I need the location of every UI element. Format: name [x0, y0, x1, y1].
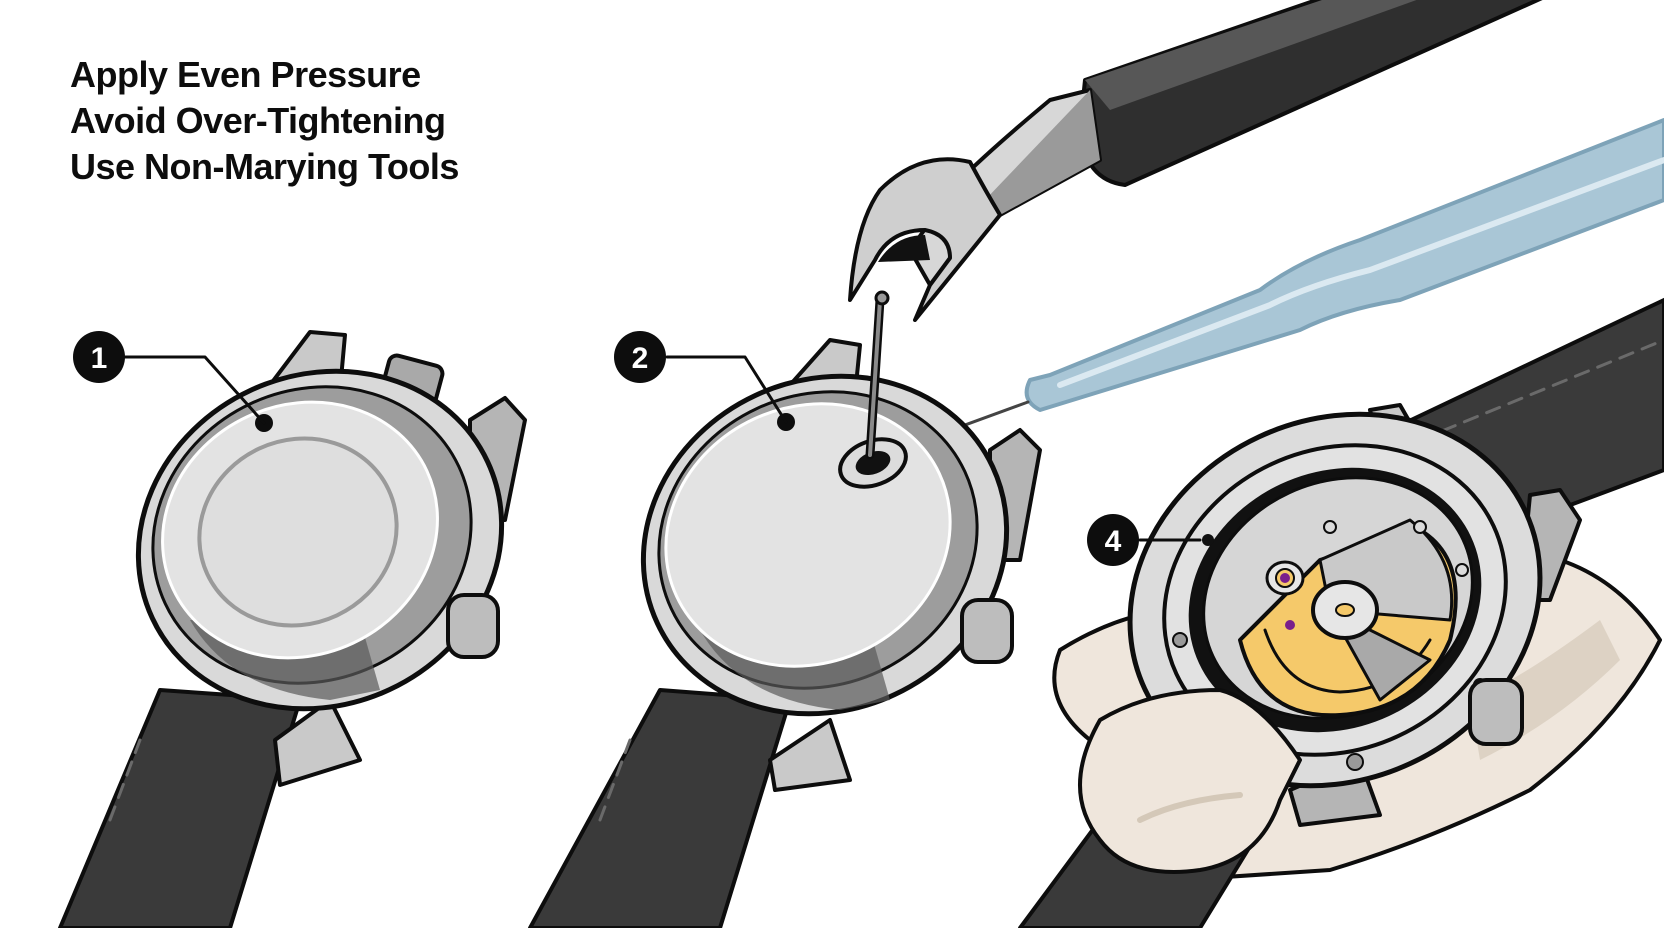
svg-text:2: 2 [632, 342, 649, 375]
svg-text:4: 4 [1105, 525, 1122, 558]
watch-1-caseback [58, 330, 527, 928]
watch-3-open-movement [1018, 298, 1664, 928]
tip-avoid-over-tightening: Avoid Over-Tightening [70, 100, 446, 141]
tip-non-marring-tools: Use Non-Marying Tools [70, 146, 459, 187]
step-badge-1: 1 [73, 331, 125, 383]
watch-2-caseback-opening [528, 290, 1042, 928]
case-wrench-icon [848, 0, 1543, 322]
tips-list: Apply Even Pressure Avoid Over-Tightenin… [70, 52, 459, 190]
step-badge-2: 2 [614, 331, 666, 383]
step-badge-4: 4 [1087, 514, 1139, 566]
svg-text:1: 1 [91, 342, 108, 375]
tip-even-pressure: Apply Even Pressure [70, 54, 421, 95]
